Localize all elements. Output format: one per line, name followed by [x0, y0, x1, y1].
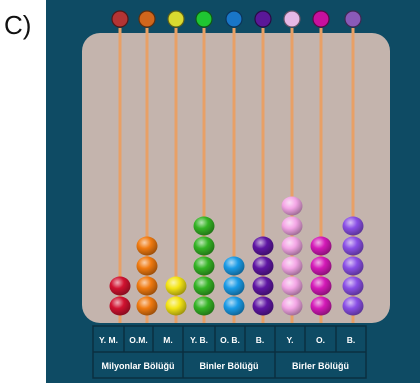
place-code-label: B.	[347, 335, 356, 345]
group-label: Milyonlar Bölüğü	[102, 361, 175, 371]
column-color-marker	[255, 11, 271, 27]
bead	[311, 277, 332, 296]
bead	[194, 217, 215, 236]
place-code-label: O.M.	[129, 335, 147, 345]
bead	[311, 297, 332, 316]
bead	[166, 297, 187, 316]
column-color-markers	[112, 11, 361, 27]
group-label: Binler Bölüğü	[200, 361, 259, 371]
column-color-marker	[345, 11, 361, 27]
bead	[343, 277, 364, 296]
bead	[166, 277, 187, 296]
bead	[224, 277, 245, 296]
bead	[311, 257, 332, 276]
column-color-marker	[313, 11, 329, 27]
bead	[194, 277, 215, 296]
column-color-marker	[226, 11, 242, 27]
bead	[343, 237, 364, 256]
place-code-label: M.	[163, 335, 172, 345]
bead	[343, 257, 364, 276]
bead	[253, 297, 274, 316]
place-code-label: O. B.	[220, 335, 240, 345]
bead	[137, 257, 158, 276]
column-color-marker	[139, 11, 155, 27]
column-color-marker	[168, 11, 184, 27]
bead	[110, 297, 131, 316]
place-code-label: Y. M.	[99, 335, 118, 345]
bead	[194, 237, 215, 256]
column-color-marker	[284, 11, 300, 27]
column-color-marker	[196, 11, 212, 27]
bead	[282, 277, 303, 296]
bead	[343, 217, 364, 236]
bead	[343, 297, 364, 316]
bead	[253, 277, 274, 296]
bead	[282, 197, 303, 216]
bead	[253, 237, 274, 256]
bead	[194, 297, 215, 316]
bead	[282, 257, 303, 276]
bead	[224, 297, 245, 316]
bead	[282, 297, 303, 316]
group-label: Birler Bölüğü	[292, 361, 349, 371]
bead	[137, 237, 158, 256]
bead	[137, 297, 158, 316]
bead	[311, 237, 332, 256]
bead	[224, 257, 245, 276]
place-code-label: Y.	[286, 335, 293, 345]
column-color-marker	[112, 11, 128, 27]
bead	[282, 237, 303, 256]
bead	[282, 217, 303, 236]
place-code-label: O.	[316, 335, 325, 345]
bead	[194, 257, 215, 276]
bead	[253, 257, 274, 276]
place-code-label: B.	[256, 335, 265, 345]
bead	[110, 277, 131, 296]
place-code-label: Y. B.	[190, 335, 208, 345]
bead	[137, 277, 158, 296]
